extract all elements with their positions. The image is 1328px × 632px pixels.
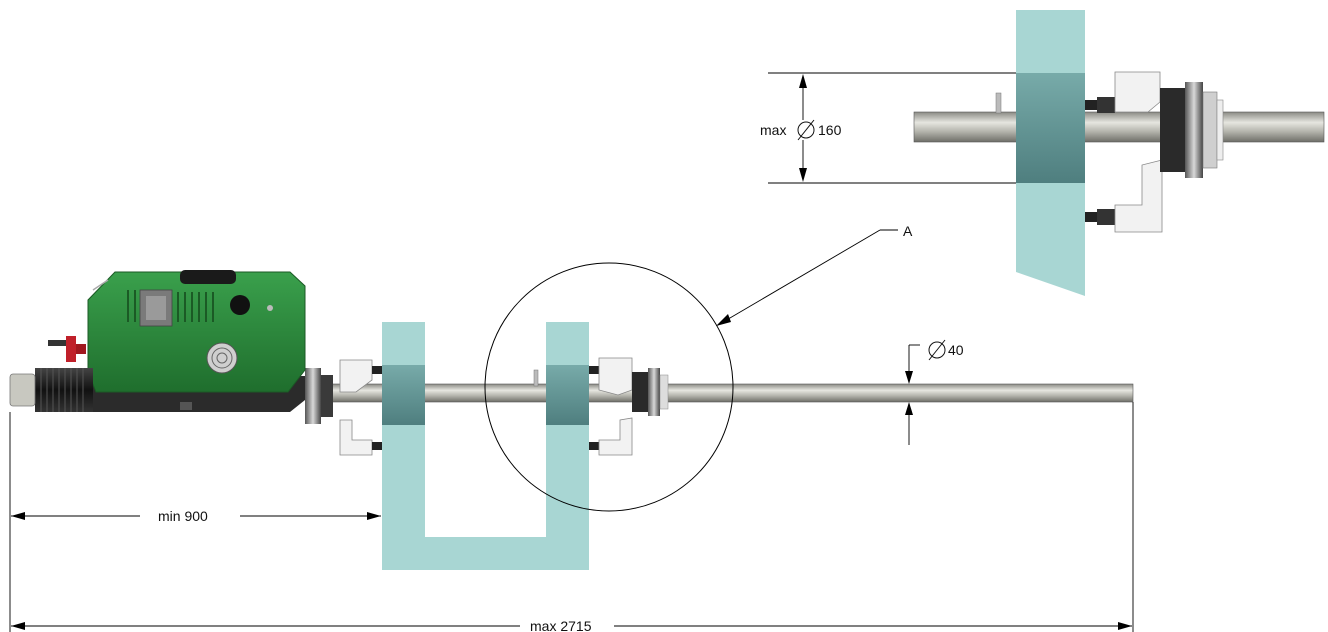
diameter-icon bbox=[797, 119, 815, 141]
u-workpiece bbox=[382, 322, 589, 570]
min-length-label: min 900 bbox=[158, 508, 208, 524]
red-valve-icon[interactable] bbox=[48, 336, 86, 362]
detail-ref-label: A bbox=[903, 223, 913, 239]
detail-clamp-lower bbox=[1085, 159, 1163, 233]
max-length-dimension: max 2715 bbox=[11, 618, 1132, 632]
detail-a-circle bbox=[484, 262, 734, 512]
detail-pin bbox=[995, 92, 1002, 114]
detail-clamp-upper bbox=[1085, 71, 1161, 113]
max-length-label: max 2715 bbox=[530, 618, 592, 632]
min-length-dimension: min 900 bbox=[11, 508, 381, 524]
max-diameter-prefix: max bbox=[760, 122, 786, 138]
drilling-machine bbox=[9, 270, 306, 412]
clamp-right bbox=[589, 357, 633, 456]
right-motor-head bbox=[632, 368, 669, 416]
left-flange bbox=[305, 368, 333, 424]
detail-plate-section bbox=[1016, 73, 1085, 183]
fan-icon bbox=[206, 342, 238, 374]
main-pin bbox=[533, 369, 539, 387]
max-diameter-value: 160 bbox=[818, 122, 842, 138]
detail-a-view: max 160 bbox=[760, 10, 1325, 296]
machine-green-body bbox=[87, 271, 306, 393]
clamp-left bbox=[339, 359, 382, 456]
main-bar bbox=[329, 383, 1134, 403]
vent-slots bbox=[127, 290, 214, 322]
bar-diameter-value: 40 bbox=[948, 342, 964, 358]
bar-diameter-dimension: 40 bbox=[905, 339, 964, 445]
diameter-icon bbox=[928, 339, 946, 361]
detail-motor-head bbox=[1160, 82, 1224, 178]
detail-bar bbox=[913, 111, 1325, 143]
top-handle bbox=[180, 270, 236, 284]
end-cap bbox=[9, 373, 36, 407]
bellows bbox=[35, 368, 93, 412]
detail-leader: A bbox=[716, 223, 913, 326]
control-knob[interactable] bbox=[230, 295, 250, 315]
